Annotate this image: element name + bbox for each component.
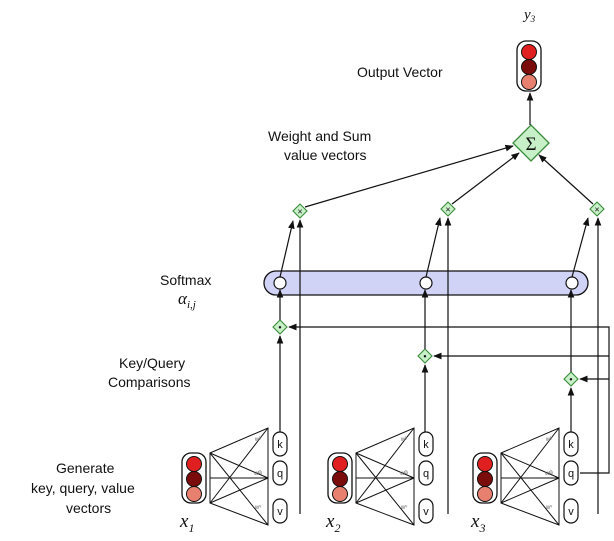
generate-label-1: Generate <box>56 460 115 476</box>
value-label-3: v <box>568 506 574 518</box>
softmax-node-2 <box>419 276 433 290</box>
weight-label-wk: wᵏ <box>254 436 262 443</box>
value-vector-1 <box>272 498 288 524</box>
svg-text:•: • <box>278 323 281 333</box>
key-vector-3 <box>563 431 579 457</box>
input-block-1: wᵏ wᑫ wᵛ k q v x1 <box>179 427 288 535</box>
dot-node-3: • <box>563 371 579 387</box>
svg-text:Σ: Σ <box>525 134 536 155</box>
input-vector-1 <box>181 452 207 504</box>
query-vector-3 <box>563 460 579 486</box>
weight-label-wv: wᵛ <box>254 505 261 511</box>
input-label-1: x1 <box>179 511 194 535</box>
input-label-2: x2 <box>325 511 340 535</box>
svg-text:×: × <box>594 205 599 215</box>
weight-label-wk: wᵏ <box>545 436 553 443</box>
weight-sum-label-2: value vectors <box>284 147 366 163</box>
input-label-3: x3 <box>470 511 485 535</box>
key-vector-1 <box>272 431 288 457</box>
input-block-2: wᵏ wᑫ wᵛ k q v x2 <box>325 427 434 535</box>
dot-node-2: • <box>417 348 433 364</box>
generate-label-3: vectors <box>66 500 111 516</box>
svg-text:•: • <box>423 352 426 362</box>
key-label-1: k <box>277 439 283 451</box>
value-label-2: v <box>423 506 429 518</box>
query-label-1: q <box>277 468 283 480</box>
alpha-label: αi,j <box>178 289 196 311</box>
query-vector-1 <box>272 460 288 486</box>
softmax-node-3 <box>565 276 579 290</box>
key-label-3: k <box>568 439 574 451</box>
value-vector-3 <box>563 498 579 524</box>
dot-to-softmax-arrows <box>276 289 575 372</box>
query-label-3: q <box>568 468 574 480</box>
value-label-1: v <box>277 506 283 518</box>
multiply-node-2: × <box>440 201 456 217</box>
weight-sum-label-1: Weight and Sum <box>268 128 371 144</box>
output-label: y3 <box>522 7 536 24</box>
softmax-to-multiply-arrows <box>279 217 590 278</box>
keyquery-label-2: Comparisons <box>108 374 190 390</box>
key-label-2: k <box>423 439 429 451</box>
query-vector-2 <box>418 460 434 486</box>
weight-label-wq: wᑫ <box>544 471 553 477</box>
keyquery-label-1: Key/Query <box>119 355 185 371</box>
svg-text:•: • <box>569 375 572 385</box>
weight-matrices-3 <box>500 427 560 526</box>
multiply-node-1: × <box>292 203 308 219</box>
weight-label-wq: wᑫ <box>399 471 408 477</box>
value-to-multiply-arrows <box>296 217 602 514</box>
value-vector-2 <box>418 498 434 524</box>
svg-text:×: × <box>445 205 450 215</box>
multiply-node-3: × <box>589 201 605 217</box>
input-block-3: wᵏ wᑫ wᵛ k q v x3 <box>470 427 579 535</box>
input-vector-2 <box>327 452 353 504</box>
input-blocks: wᵏ wᑫ wᵛ k q v x1 wᵏ wᑫ wᵛ k q v x2 wᵏ wᑫ wᵛ k q v x3 <box>179 427 579 535</box>
generate-label-2: key, query, value <box>31 480 135 496</box>
weight-label-wk: wᵏ <box>400 436 408 443</box>
weight-label-wv: wᵛ <box>545 505 552 511</box>
key-vector-2 <box>418 431 434 457</box>
dot-node-1: • <box>272 319 288 335</box>
sum-node: Σ <box>512 124 550 162</box>
weight-matrices-2 <box>355 427 415 526</box>
weighted-to-sum-arrows <box>304 144 594 208</box>
weight-matrices-1 <box>209 427 269 526</box>
query-routing-lines <box>288 323 610 474</box>
weight-label-wv: wᵛ <box>400 505 407 511</box>
input-vector-3 <box>472 452 498 504</box>
key-to-dot-arrows <box>276 335 575 432</box>
query-label-2: q <box>423 468 429 480</box>
softmax-label: Softmax <box>160 272 211 288</box>
output-vector-label: Output Vector <box>357 64 443 80</box>
svg-text:×: × <box>297 207 302 217</box>
softmax-node-1 <box>273 276 287 290</box>
weight-label-wq: wᑫ <box>253 471 262 477</box>
output-vector <box>516 40 542 92</box>
